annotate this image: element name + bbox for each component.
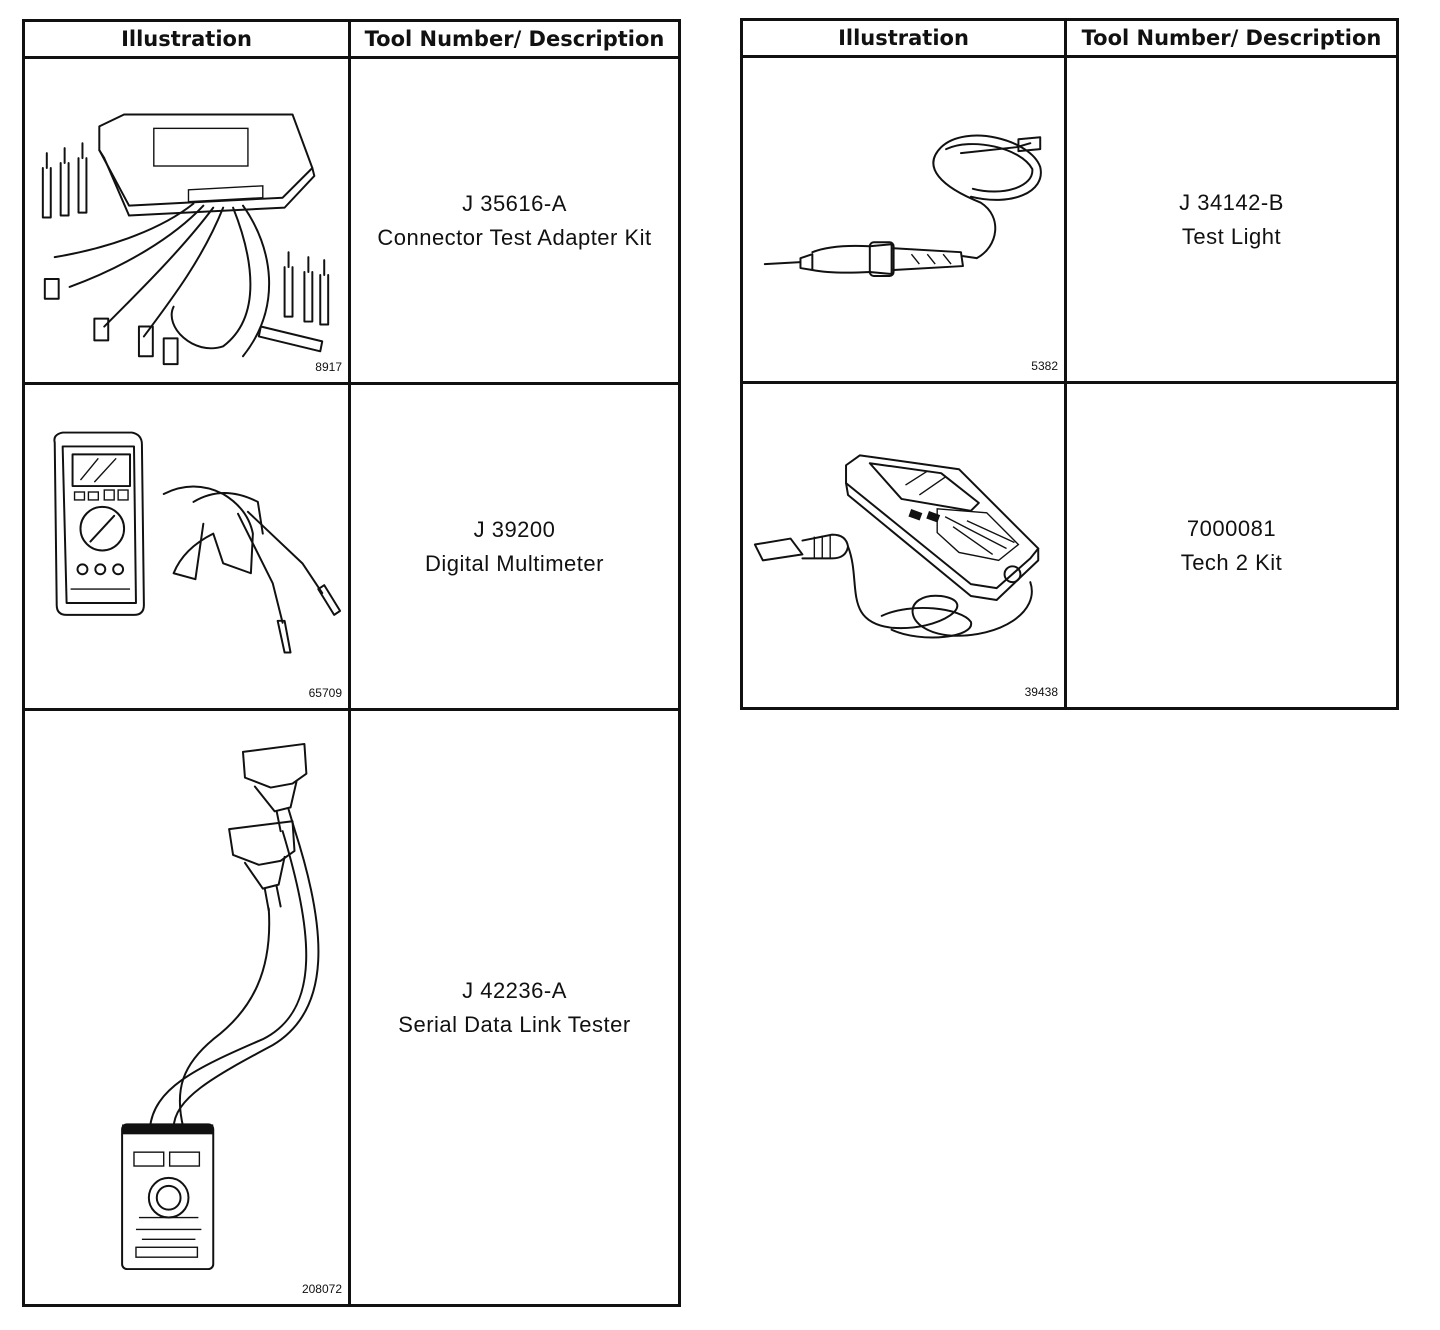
tools-table-left: Illustration Tool Number/ Description	[22, 19, 681, 1307]
table-row: 8917 J 35616-A Connector Test Adapter Ki…	[22, 56, 681, 385]
figure-number: 65709	[308, 686, 342, 700]
table-row: 65709 J 39200 Digital Multimeter	[22, 382, 681, 711]
table-row: 39438 7000081 Tech 2 Kit	[740, 381, 1399, 710]
tool-description-cell: 7000081 Tech 2 Kit	[1064, 381, 1399, 710]
illustration-cell: 65709	[22, 382, 351, 711]
tools-table-right: Illustration Tool Number/ Description 53…	[740, 18, 1399, 710]
tool-description: Test Light	[1181, 223, 1282, 249]
table-row: 208072 J 42236-A Serial Data Link Tester	[22, 708, 681, 1307]
figure-number: 39438	[1024, 685, 1058, 699]
figure-number: 5382	[1031, 359, 1058, 373]
tool-number: J 35616-A	[462, 190, 567, 216]
header-tool-description: Tool Number/ Description	[348, 19, 681, 59]
tool-description-cell: J 34142-B Test Light	[1064, 55, 1399, 384]
tool-number: J 39200	[473, 516, 556, 542]
header-illustration: Illustration	[740, 18, 1067, 58]
tool-number: 7000081	[1186, 515, 1277, 541]
tech2-icon	[753, 454, 1040, 639]
illustration-cell: 39438	[740, 381, 1067, 710]
tool-description: Serial Data Link Tester	[398, 1011, 631, 1037]
header-tool-description: Tool Number/ Description	[1064, 18, 1399, 58]
tool-description: Digital Multimeter	[425, 550, 604, 576]
multimeter-icon	[53, 431, 342, 654]
tool-description-cell: J 42236-A Serial Data Link Tester	[348, 708, 681, 1307]
tool-number: J 34142-B	[1179, 189, 1284, 215]
header-illustration: Illustration	[22, 19, 351, 59]
table-row: 5382 J 34142-B Test Light	[740, 55, 1399, 384]
tool-description: Tech 2 Kit	[1180, 549, 1283, 575]
tool-description: Connector Test Adapter Kit	[377, 224, 652, 250]
data-link-tester-icon	[121, 742, 320, 1271]
tool-description-cell: J 35616-A Connector Test Adapter Kit	[348, 56, 681, 385]
tool-number: J 42236-A	[462, 977, 567, 1003]
test-light-icon	[763, 134, 1042, 277]
adapter-kit-icon	[41, 113, 330, 366]
illustration-cell: 208072	[22, 708, 351, 1307]
illustration-cell: 8917	[22, 56, 351, 385]
tool-description-cell: J 39200 Digital Multimeter	[348, 382, 681, 711]
figure-number: 8917	[315, 360, 342, 374]
illustration-cell: 5382	[740, 55, 1067, 384]
figure-number: 208072	[301, 1282, 342, 1296]
